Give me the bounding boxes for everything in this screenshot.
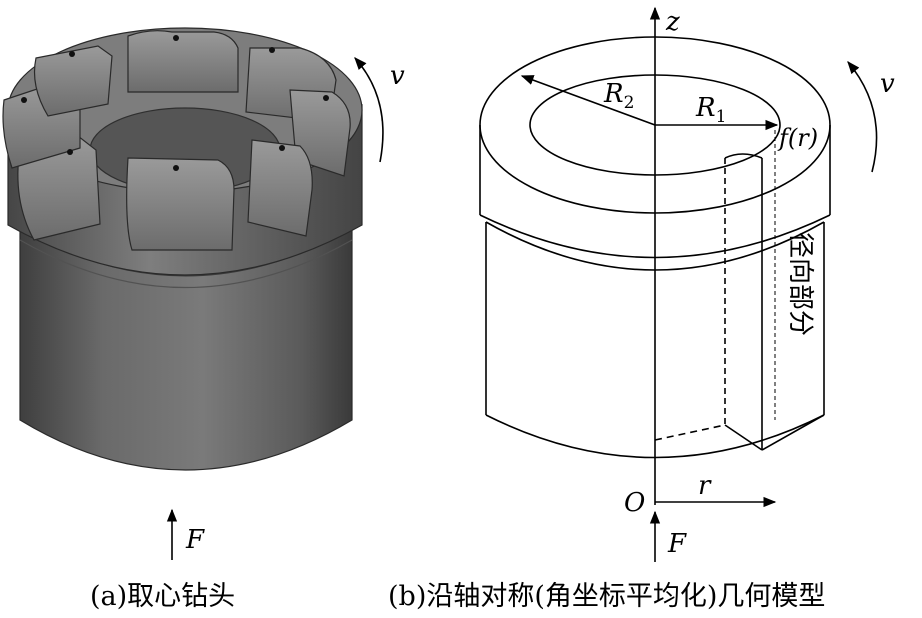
rotation-arrow-b <box>847 61 878 173</box>
outer-radius-arrow <box>520 75 656 126</box>
drill-bit-illustration <box>2 27 363 471</box>
z-axis-label: z <box>665 7 680 37</box>
drill-tooth <box>247 139 313 237</box>
drill-tooth <box>33 45 113 117</box>
force-label-a: F <box>185 525 205 555</box>
r-axis-label: r <box>698 471 712 501</box>
inner-radius-label: R1 <box>695 93 726 127</box>
radial-section <box>654 130 825 451</box>
force-label-b: F <box>667 529 687 559</box>
drill-teeth <box>2 30 351 251</box>
caption-a: (a)取心钻头 <box>90 581 235 612</box>
caption-b: (b)沿轴对称(角坐标平均化)几何模型 <box>388 581 825 612</box>
radial-part-label: 径向部分 <box>785 232 815 336</box>
outer-radius-label: R2 <box>603 79 634 113</box>
drill-tooth <box>126 157 235 251</box>
origin-label: O <box>624 488 645 518</box>
rotation-arrow-a <box>354 57 384 163</box>
rotation-label-a: v <box>390 61 405 91</box>
rotation-label-b: v <box>880 69 895 99</box>
drill-water-holes <box>21 35 329 171</box>
profile-label: f(r) <box>777 124 818 152</box>
drill-tooth <box>127 30 239 93</box>
